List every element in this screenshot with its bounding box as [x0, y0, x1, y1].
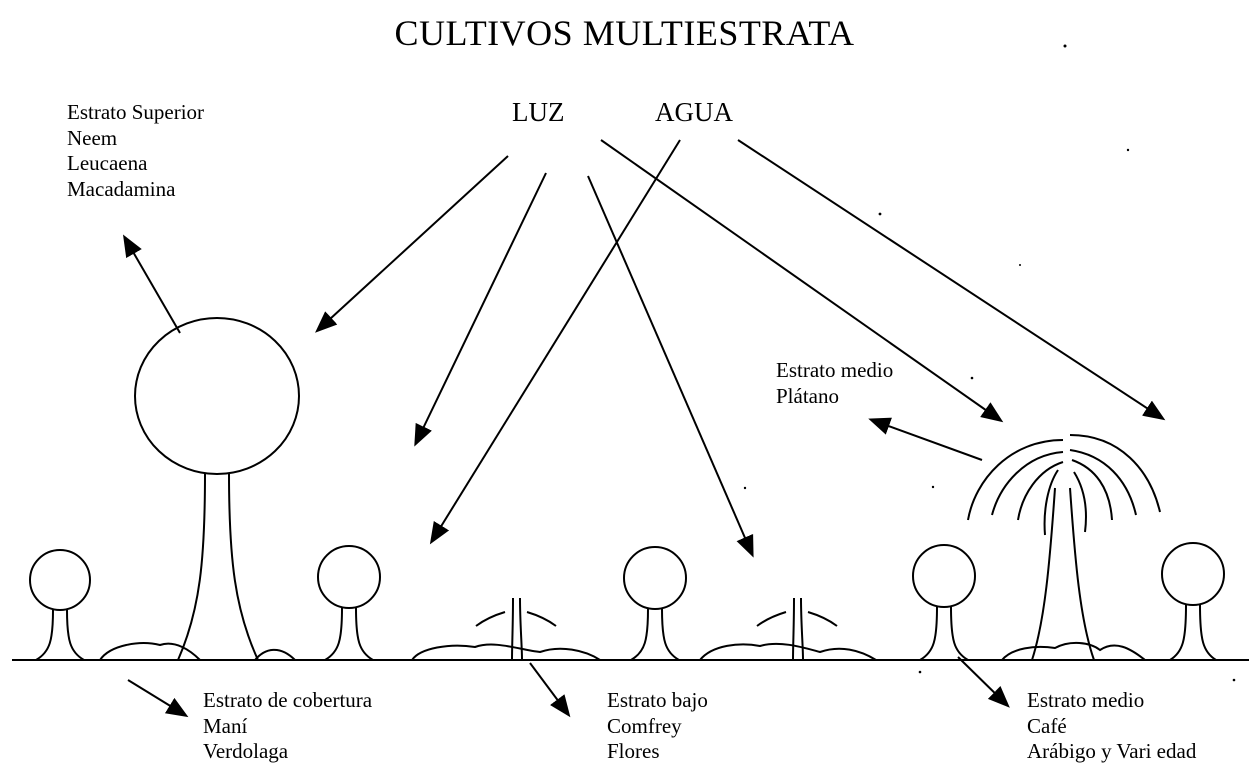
shrub-icon: [29, 549, 91, 661]
cover-stratum-heading: Estrato de cobertura: [203, 688, 373, 712]
cover-stratum-item: Verdolaga: [203, 739, 289, 763]
middle-coffee-item: Arábigo y Vari edad: [1027, 739, 1197, 763]
pointer-coffee-stratum: [957, 656, 1010, 708]
pointer-low-stratum: [529, 662, 571, 718]
cover-stratum-item: Maní: [203, 713, 248, 738]
ground-cover-icon: [99, 642, 1146, 661]
light-arrow-to-banana: [600, 139, 1004, 423]
label-pointers: [122, 234, 1010, 718]
water-arrow-to-low: [429, 139, 681, 545]
light-arrow-to-low: [414, 172, 547, 447]
banana-plant-icon: [967, 434, 1161, 661]
water-arrow-to-coffee: [737, 139, 1166, 421]
upper-stratum-item: Leucaena: [67, 151, 148, 175]
shrub-icon: [1161, 542, 1225, 661]
shrub-icon: [912, 544, 976, 661]
upper-stratum-label: Estrato Superior Neem Leucaena Macadamin…: [67, 100, 204, 202]
middle-coffee-heading: Estrato medio: [1027, 688, 1145, 712]
sprout-icon: [756, 597, 838, 661]
big-tree-icon: [134, 317, 300, 661]
pointer-banana-stratum: [868, 417, 983, 461]
light-arrows: [315, 139, 1004, 558]
shrub-icon: [623, 546, 687, 661]
water-arrows: [429, 139, 1166, 545]
middle-banana-stratum-label: Estrato medio Plátano: [776, 358, 893, 409]
low-stratum-item: Flores: [607, 739, 660, 763]
water-source-label: AGUA: [655, 97, 733, 127]
middle-banana-heading: Estrato medio: [776, 358, 894, 382]
middle-coffee-item: Café: [1027, 713, 1067, 738]
pointer-upper-stratum: [122, 234, 181, 334]
sprout-icon: [475, 597, 557, 661]
light-arrow-to-crop: [587, 175, 754, 558]
middle-banana-item: Plátano: [776, 383, 839, 408]
light-arrow-to-upper: [315, 155, 509, 333]
middle-coffee-stratum-label: Estrato medio Café Arábigo y Vari edad: [1027, 688, 1196, 765]
upper-stratum-heading: Estrato Superior: [67, 100, 205, 124]
cover-stratum-label: Estrato de cobertura Maní Verdolaga: [203, 688, 372, 765]
low-stratum-item: Comfrey: [607, 713, 682, 738]
light-source-label: LUZ: [512, 97, 565, 127]
upper-stratum-item: Macadamina: [67, 176, 176, 201]
shrub-icon: [317, 545, 381, 661]
upper-stratum-item: Neem: [67, 125, 118, 150]
low-stratum-heading: Estrato bajo: [607, 688, 708, 712]
diagram-title: CULTIVOS MULTIESTRATA: [394, 13, 855, 53]
scan-noise: [743, 44, 1236, 682]
pointer-cover-stratum: [127, 679, 189, 718]
low-stratum-label: Estrato bajo Comfrey Flores: [607, 688, 708, 765]
